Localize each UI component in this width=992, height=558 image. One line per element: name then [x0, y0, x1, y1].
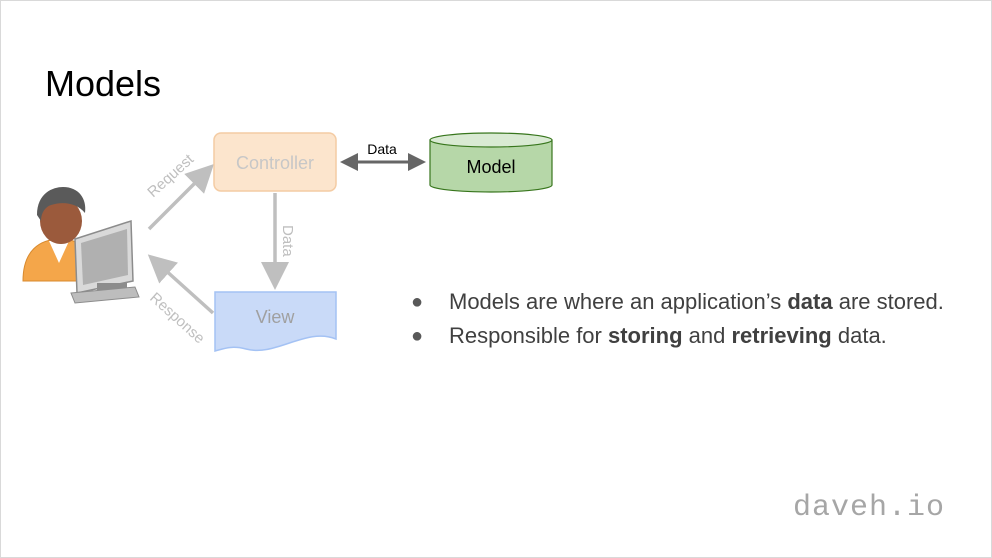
controller-view-data-label: Data — [279, 225, 296, 257]
model-node: Model — [429, 132, 553, 193]
controller-model-data-label: Data — [367, 141, 397, 157]
brand-watermark: daveh.io — [792, 491, 945, 525]
view-label: View — [256, 307, 296, 327]
slide-title: Models — [45, 63, 162, 104]
bullet-item: ● Models are where an application’s data… — [407, 285, 947, 319]
bullet-dot-icon: ● — [411, 291, 424, 313]
bullet-dot-icon: ● — [411, 325, 424, 347]
bullet-text: Responsible for storing and retrieving d… — [449, 323, 887, 348]
controller-label: Controller — [236, 153, 314, 173]
model-label: Model — [466, 157, 515, 177]
request-arrow — [147, 164, 214, 231]
bullet-item: ● Responsible for storing and retrieving… — [407, 319, 947, 353]
controller-node: Controller — [213, 132, 337, 192]
bullet-text: Models are where an application’s data a… — [449, 289, 944, 314]
request-label: Request — [144, 150, 198, 201]
view-node: View — [214, 291, 337, 352]
response-arrow — [147, 254, 215, 315]
bullet-list: ● Models are where an application’s data… — [407, 285, 947, 353]
user-at-computer-icon — [22, 187, 140, 304]
